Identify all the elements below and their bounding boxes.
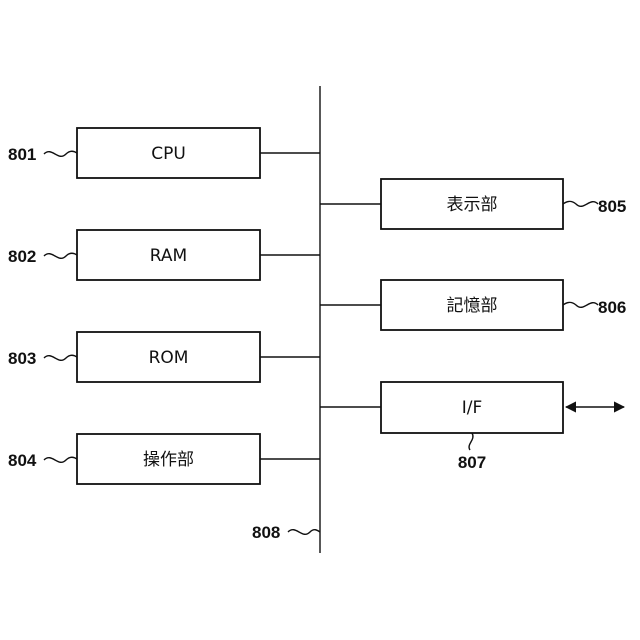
interface-leader: [469, 433, 473, 450]
ram-ref-label: 802: [8, 247, 36, 266]
display-unit-label: 表示部: [447, 195, 498, 215]
rom-ref-label: 803: [8, 349, 36, 368]
interface-block-label: I/F: [462, 398, 483, 418]
ram-block: RAM: [77, 230, 260, 280]
rom-block-label: ROM: [149, 348, 189, 368]
interface-ref-label: 807: [458, 453, 486, 472]
operation-unit-label: 操作部: [143, 450, 194, 470]
bus-ref-label: 808: [252, 523, 280, 542]
cpu-ref-label: 801: [8, 145, 36, 164]
storage-unit-block: 記憶部: [381, 280, 563, 330]
bus-leader: [288, 530, 320, 535]
rom-leader: [44, 355, 77, 360]
cpu-block: CPU: [77, 128, 260, 178]
operation-unit-leader: [44, 457, 77, 462]
interface-block: I/F: [381, 382, 563, 433]
display-unit-ref-label: 805: [598, 197, 626, 216]
ram-leader: [44, 253, 77, 258]
storage-unit-leader: [563, 302, 598, 307]
ram-block-label: RAM: [150, 246, 187, 266]
display-unit-leader: [563, 201, 598, 206]
rom-block: ROM: [77, 332, 260, 382]
storage-unit-ref-label: 806: [598, 298, 626, 317]
operation-unit-ref-label: 804: [8, 451, 37, 470]
display-unit-block: 表示部: [381, 179, 563, 229]
cpu-leader: [44, 151, 77, 156]
storage-unit-label: 記憶部: [447, 296, 498, 316]
operation-unit-block: 操作部: [77, 434, 260, 484]
cpu-block-label: CPU: [151, 144, 186, 164]
